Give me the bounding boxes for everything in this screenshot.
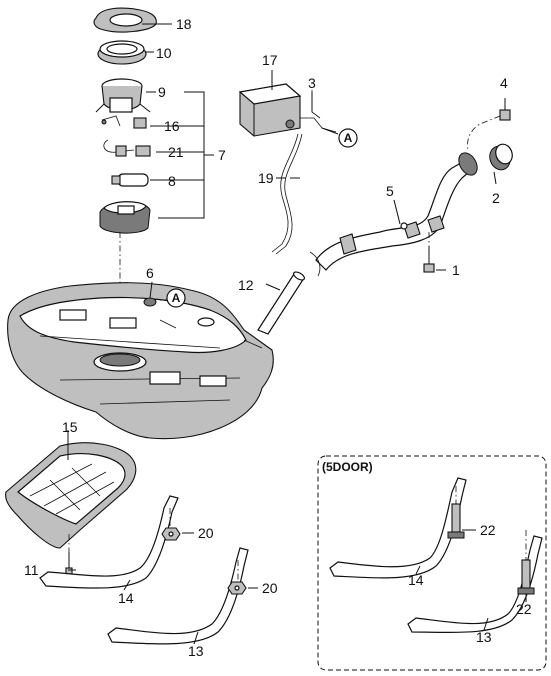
nut-part xyxy=(161,527,181,541)
reference-marker-a: A xyxy=(166,288,186,308)
callout-9: 9 xyxy=(158,84,166,100)
callout-21: 21 xyxy=(168,144,184,160)
heat-shield-part xyxy=(5,430,137,549)
sender-part xyxy=(103,139,151,157)
bolt-part xyxy=(499,98,511,121)
inset-title: (5DOOR) xyxy=(322,460,373,474)
gasket-part xyxy=(93,7,157,33)
callout-16: 16 xyxy=(164,118,180,134)
callout-19: 19 xyxy=(258,170,274,186)
callout-22: 22 xyxy=(480,522,496,538)
callout-labels: 18 10 9 16 21 7 8 17 3 19 4 5 2 1 12 6 1… xyxy=(24,16,508,659)
callout-7: 7 xyxy=(218,147,226,163)
vent-tube-part xyxy=(257,271,306,335)
inset-labels: (5DOOR) 22 22 14 13 xyxy=(322,460,532,645)
strap-part xyxy=(39,495,179,589)
callout-6: 6 xyxy=(146,265,154,281)
nut-part xyxy=(227,581,247,595)
callout-20: 20 xyxy=(198,525,214,541)
strap-part xyxy=(407,535,543,634)
fuel-cap-part xyxy=(489,143,513,171)
callout-18: 18 xyxy=(176,16,192,32)
callout-4: 4 xyxy=(500,75,508,91)
callout-5: 5 xyxy=(386,183,394,199)
callout-14: 14 xyxy=(118,590,134,606)
callout-15: 15 xyxy=(62,419,78,435)
inset-box xyxy=(317,455,547,671)
reference-marker-a: A xyxy=(338,128,358,148)
callout-1: 1 xyxy=(452,262,460,278)
callout-14-b: 14 xyxy=(408,572,424,588)
canister-part xyxy=(238,70,337,137)
callout-10: 10 xyxy=(156,45,172,61)
callout-3: 3 xyxy=(308,75,316,91)
pump-body-part xyxy=(99,201,151,234)
fuel-tank-part xyxy=(7,282,274,440)
callout-22-b: 22 xyxy=(516,601,532,617)
strap-part xyxy=(329,477,467,579)
filler-pipe-part xyxy=(309,152,478,277)
callout-13-b: 13 xyxy=(476,629,492,645)
bolt-part xyxy=(423,246,435,273)
lock-ring-part xyxy=(97,40,147,65)
marker-a-text: A xyxy=(344,131,353,145)
callout-20-b: 20 xyxy=(262,580,278,596)
callout-12: 12 xyxy=(238,277,254,293)
callout-13: 13 xyxy=(188,643,204,659)
callout-8: 8 xyxy=(168,173,176,189)
callout-2: 2 xyxy=(492,190,500,206)
strap-part xyxy=(107,547,249,645)
clip-part xyxy=(101,115,147,129)
callout-17: 17 xyxy=(262,52,278,68)
marker-a-text: A xyxy=(172,291,181,305)
callout-11: 11 xyxy=(24,562,39,578)
pump-cover-part xyxy=(95,78,151,113)
leader-lines xyxy=(68,92,527,645)
filter-part xyxy=(111,173,149,187)
